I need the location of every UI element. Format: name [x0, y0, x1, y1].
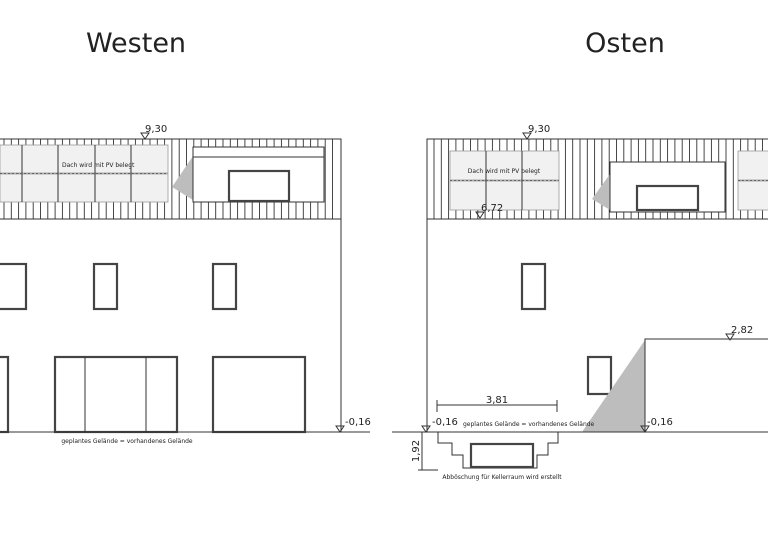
- east-dormer-window: [635, 184, 700, 212]
- pv-panel-row: [0, 144, 169, 174]
- level-marker-icon: [522, 132, 532, 140]
- neighbour-building: [644, 338, 768, 432]
- west-title: Westen: [86, 28, 186, 59]
- east-ridge-level: 9,30: [528, 124, 550, 135]
- level-marker-icon: [640, 425, 650, 433]
- east-roof: [426, 138, 768, 220]
- east-window: [586, 355, 613, 396]
- west-door: [0, 355, 10, 434]
- level-marker-icon: [421, 425, 431, 433]
- east-title: Osten: [585, 28, 665, 59]
- west-dormer-shadow: [172, 156, 193, 200]
- west-pv-array: [0, 144, 169, 203]
- east-elevation: Dach wird mit PV belegt 6,72 9,30 2,82 -…: [392, 124, 768, 481]
- west-ground-note: geplantes Gelände = vorhandenes Gelände: [61, 438, 193, 445]
- east-pv-array: [449, 150, 768, 211]
- pv-panel-row: [449, 180, 560, 211]
- west-roof: [0, 138, 342, 220]
- west-ground-level: -0,16: [345, 417, 371, 428]
- west-dormer-window: [227, 169, 291, 203]
- east-window: [520, 262, 547, 311]
- west-window: [211, 262, 238, 311]
- depth-dimension: 1,92: [411, 440, 422, 462]
- pv-panel-row: [737, 150, 768, 181]
- basement-note: Abböschung für Kellerraum wird erstellt: [442, 474, 562, 481]
- east-neighbour-level: 2,82: [731, 325, 753, 336]
- west-window: [0, 262, 28, 311]
- east-ground-level-right: -0,16: [647, 417, 673, 428]
- level-marker-icon: [725, 333, 735, 341]
- west-ridge-level: 9,30: [145, 124, 167, 135]
- east-eave-level: 6,72: [481, 203, 503, 214]
- west-pv-note: Dach wird mit PV belegt: [62, 162, 135, 169]
- west-patio-door: [53, 355, 179, 434]
- width-dimension: 3,81: [486, 395, 508, 406]
- west-window-large: [211, 355, 307, 434]
- pv-panel-row: [737, 180, 768, 211]
- east-pv-note: Dach wird mit PV belegt: [468, 168, 541, 175]
- basement-window: [469, 442, 535, 469]
- west-window: [92, 262, 119, 311]
- level-marker-icon: [475, 211, 485, 219]
- level-marker-icon: [335, 425, 345, 433]
- west-elevation: Dach wird mit PV belegt 9,30 -0,16 gepla…: [0, 124, 371, 445]
- east-dormer-shadow: [592, 174, 610, 210]
- pv-panel-row: [449, 150, 560, 181]
- level-marker-icon: [140, 132, 150, 140]
- east-ground-note: geplantes Gelände = vorhandenes Gelände: [463, 421, 595, 428]
- east-ground-level-left: -0,16: [432, 417, 458, 428]
- slope-shading: [582, 340, 645, 432]
- pv-panel-row: [0, 173, 169, 203]
